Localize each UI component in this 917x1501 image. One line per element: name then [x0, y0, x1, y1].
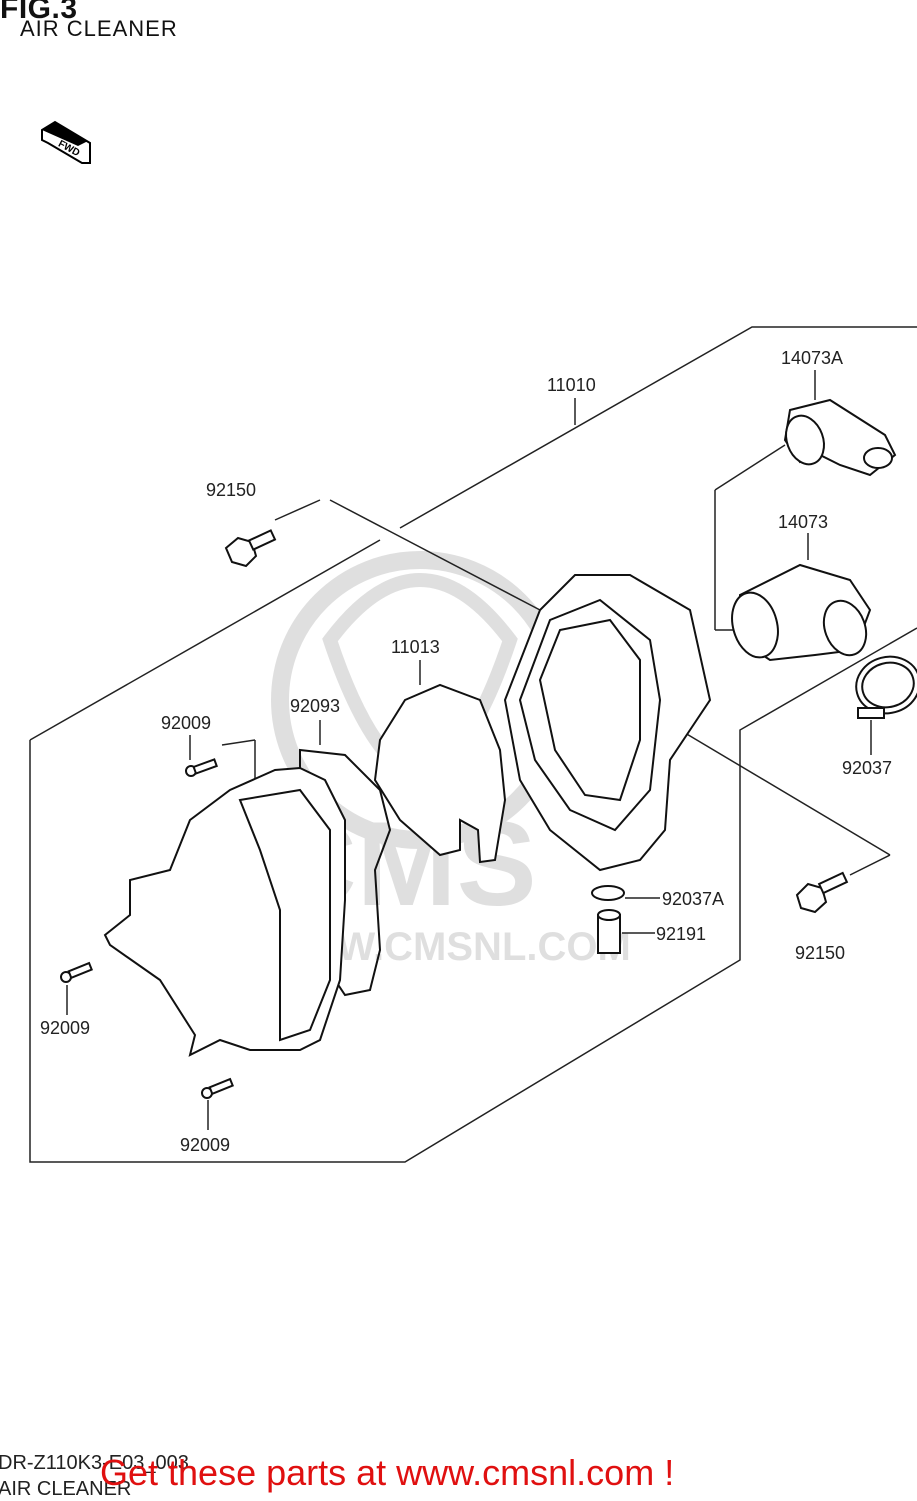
screw-92009-top [185, 758, 218, 777]
part-label-92093[interactable]: 92093 [290, 696, 341, 716]
assembly-outline [29, 326, 917, 1163]
part-label-11013[interactable]: 11013 [391, 637, 440, 657]
air-cleaner-case-11010 [503, 574, 712, 872]
elbow-hose-14073A [783, 398, 897, 477]
bolt-92150-top [224, 529, 277, 568]
screw-92009-left [60, 961, 93, 983]
filter-element-11013 [373, 683, 507, 864]
part-label-11010[interactable]: 11010 [547, 375, 596, 395]
fwd-arrow-icon: FWD [41, 120, 91, 164]
get-parts-link[interactable]: Get these parts at www.cmsnl.com ! [100, 1452, 675, 1493]
tube-92191 [597, 909, 621, 954]
figure-number: FIG.3 [0, 0, 78, 25]
bolt-92150-right [795, 871, 849, 914]
part-label-92037A[interactable]: 92037A [662, 889, 725, 909]
screw-92009-bottom [201, 1077, 234, 1099]
diagram-code: DR-Z110K3-E03_003 [0, 1452, 189, 1474]
clip-92037A [591, 885, 625, 901]
hose-clamp-92037 [855, 655, 917, 719]
intake-duct-14073 [731, 563, 872, 662]
part-label-92009-top[interactable]: 92009 [161, 713, 212, 733]
part-label-92009-bottom[interactable]: 92009 [180, 1135, 231, 1155]
part-label-14073[interactable]: 14073 [778, 512, 829, 532]
parts-drawings [60, 398, 917, 1099]
diagram-subtitle: AIR CLEANER [0, 1478, 132, 1500]
part-label-14073A[interactable]: 14073A [781, 348, 844, 368]
air-cleaner-cover [103, 766, 346, 1057]
part-label-92191[interactable]: 92191 [656, 924, 707, 944]
part-label-92150-top[interactable]: 92150 [206, 480, 257, 500]
part-label-92037[interactable]: 92037 [842, 758, 893, 778]
part-label-92009-left[interactable]: 92009 [40, 1018, 91, 1038]
page-title: AIR CLEANER [20, 16, 178, 41]
part-label-92150-right[interactable]: 92150 [795, 943, 846, 963]
